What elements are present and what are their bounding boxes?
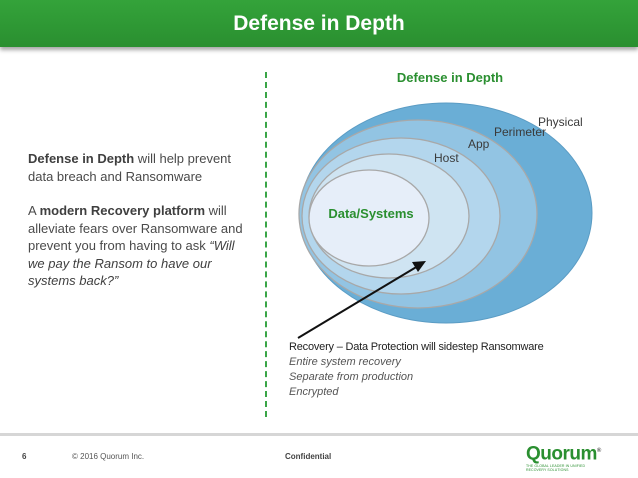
recovery-block: Recovery – Data Protection will sidestep… [289,340,589,400]
logo-tagline: THE GLOBAL LEADER IN UNIFIED RECOVERY SO… [526,464,586,473]
ransom-quote-text: “Will we pay the Ransom to have our syst… [28,238,235,288]
defense-bold-text: Defense in Depth [28,151,135,166]
title-bar: Defense in Depth [0,0,638,47]
layer-physical-label: Physical [538,115,583,129]
recovery-arrow-line [297,265,419,339]
logo-name: Quorum® [526,443,601,465]
footer-divider [0,433,638,436]
diagram-title: Defense in Depth [396,70,504,85]
layer-app-label: App [468,137,490,151]
layer-data-label: Data/Systems [328,206,413,221]
quorum-logo: Quorum® THE GLOBAL LEADER IN UNIFIED REC… [526,441,601,473]
page-number: 6 [22,452,27,461]
recovery-arrowhead [412,261,426,272]
paragraph-recovery: A modern Recovery platform will alleviat… [28,202,253,290]
recovery-item: Separate from production [289,371,414,383]
layer-perimeter-label: Perimeter [494,125,546,139]
recovery-title: Recovery – Data Protection will sidestep… [289,341,544,353]
logo-wordmark: Quorum [526,443,597,465]
confidential-label: Confidential [285,452,332,461]
recovery-rest-text: will alleviate fears over Ransomware and… [28,203,243,253]
paragraph-defense: Defense in Depth will help prevent data … [28,150,253,185]
slide-title: Defense in Depth [233,12,405,35]
copyright-text: © 2016 Quorum Inc. [72,452,145,461]
left-text-panel: Defense in Depth will help prevent data … [28,150,253,290]
recovery-item: Entire system recovery [289,356,401,368]
dashed-divider [265,72,267,417]
recovery-bold-text: modern Recovery platform [39,203,206,218]
layer-host-label: Host [434,151,459,165]
defense-rest-text: will help prevent data breach and Ransom… [28,151,232,184]
recovery-prefix-text: A [28,203,40,218]
layer-data-ellipse [308,169,430,267]
recovery-item: Encrypted [289,386,339,398]
